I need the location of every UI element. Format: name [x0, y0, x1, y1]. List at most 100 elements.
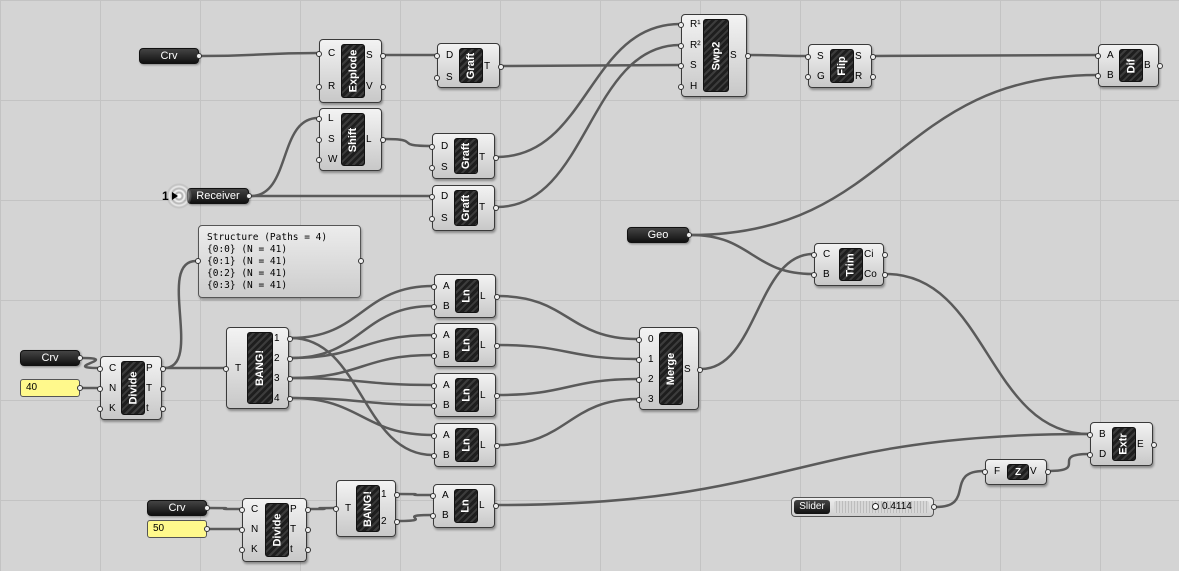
- dif-output-0-grip[interactable]: [1157, 63, 1163, 69]
- ln2-output-0-grip[interactable]: [494, 343, 500, 349]
- divide1-input-2-grip[interactable]: [97, 406, 103, 412]
- bang1-output-3-grip[interactable]: [287, 396, 293, 402]
- divide2-input-1-grip[interactable]: [239, 527, 245, 533]
- graft2-input-1-grip[interactable]: [429, 165, 435, 171]
- bang2-output-1-grip[interactable]: [394, 519, 400, 525]
- ln1-input-0-grip[interactable]: [431, 284, 437, 290]
- param-crv3-output-grip[interactable]: [204, 505, 210, 511]
- wire-bang2-to-ln5-34[interactable]: [397, 513, 433, 523]
- shift-input-1-grip[interactable]: [316, 137, 322, 143]
- ln4-output-0-grip[interactable]: [494, 443, 500, 449]
- divide2-output-0-grip[interactable]: [305, 507, 311, 513]
- divide2-input-0-grip[interactable]: [239, 507, 245, 513]
- number-n1-output-grip[interactable]: [77, 385, 83, 391]
- slider-knob[interactable]: [872, 503, 879, 510]
- wire-z-to-extr-37[interactable]: [1048, 452, 1090, 473]
- slider-output-grip[interactable]: [931, 504, 937, 510]
- wire-merge-to-trim-12[interactable]: [700, 252, 814, 371]
- swp2-input-2-grip[interactable]: [678, 63, 684, 69]
- explode-output-1-grip[interactable]: [380, 84, 386, 90]
- ln3-input-1-grip[interactable]: [431, 403, 437, 409]
- wire-geo-to-trim-11[interactable]: [690, 233, 814, 276]
- wire-bang1-to-ln4-25[interactable]: [290, 336, 434, 457]
- ln2-input-1-grip[interactable]: [431, 353, 437, 359]
- ln3-input-0-grip[interactable]: [431, 383, 437, 389]
- merge-input-3-grip[interactable]: [636, 397, 642, 403]
- ln4-input-0-grip[interactable]: [431, 433, 437, 439]
- bang1-input-0-grip[interactable]: [223, 366, 229, 372]
- slider-track[interactable]: [834, 501, 929, 513]
- divide1-input-0-grip[interactable]: [97, 366, 103, 372]
- wire-swp2-to-flip-8[interactable]: [748, 53, 808, 58]
- flip-output-0-grip[interactable]: [870, 54, 876, 60]
- wire-bang1-to-ln2-21[interactable]: [290, 353, 434, 380]
- shift-input-0-grip[interactable]: [316, 116, 322, 122]
- flip-input-1-grip[interactable]: [805, 74, 811, 80]
- wire-bang1-to-ln2-20[interactable]: [290, 333, 434, 360]
- wire-ln2-to-merge-27[interactable]: [497, 343, 639, 361]
- z-input-0-grip[interactable]: [982, 469, 988, 475]
- ln5-input-1-grip[interactable]: [430, 513, 436, 519]
- divide2-output-2-grip[interactable]: [305, 547, 311, 553]
- param-receiver-output-grip[interactable]: [246, 193, 252, 199]
- merge-output-0-grip[interactable]: [697, 367, 703, 373]
- param-receiver[interactable]: Receiver: [187, 188, 249, 204]
- extr-input-0-grip[interactable]: [1087, 432, 1093, 438]
- swp2-output-0-grip[interactable]: [745, 53, 751, 59]
- wire-graft3-to-swp2-7[interactable]: [496, 43, 681, 209]
- param-crv3[interactable]: Crv: [147, 500, 207, 516]
- swp2-input-0-grip[interactable]: [678, 22, 684, 28]
- bang1-output-1-grip[interactable]: [287, 356, 293, 362]
- param-crv2[interactable]: Crv: [20, 350, 80, 366]
- number-n2-output-grip[interactable]: [204, 526, 210, 532]
- number-n2[interactable]: 50: [147, 520, 207, 538]
- ln3-output-0-grip[interactable]: [494, 393, 500, 399]
- dif-input-1-grip[interactable]: [1095, 73, 1101, 79]
- wire-ln5-to-extr-35[interactable]: [496, 432, 1090, 507]
- graft2-output-0-grip[interactable]: [493, 155, 499, 161]
- wire-crv3-to-divide2-30[interactable]: [208, 506, 242, 511]
- bang1-output-0-grip[interactable]: [287, 336, 293, 342]
- param-crv1-output-grip[interactable]: [196, 53, 202, 59]
- merge-input-1-grip[interactable]: [636, 357, 642, 363]
- wire-crv1-to-explode-0[interactable]: [200, 51, 319, 58]
- explode-input-1-grip[interactable]: [316, 84, 322, 90]
- divide1-output-2-grip[interactable]: [160, 406, 166, 412]
- param-geo-output-grip[interactable]: [686, 232, 692, 238]
- swp2-input-1-grip[interactable]: [678, 43, 684, 49]
- extr-input-1-grip[interactable]: [1087, 452, 1093, 458]
- wire-receiver-to-shift-3[interactable]: [250, 116, 319, 198]
- trim-output-0-grip[interactable]: [882, 252, 888, 258]
- divide1-input-1-grip[interactable]: [97, 386, 103, 392]
- wire-bang1-to-ln1-18[interactable]: [290, 284, 434, 340]
- panel-input-grip[interactable]: [195, 258, 201, 264]
- flip-input-0-grip[interactable]: [805, 54, 811, 60]
- divide1-output-1-grip[interactable]: [160, 386, 166, 392]
- wire-ln3-to-merge-28[interactable]: [497, 377, 639, 397]
- graft1-output-0-grip[interactable]: [498, 64, 504, 70]
- trim-output-1-grip[interactable]: [882, 272, 888, 278]
- wire-bang2-to-ln5-33[interactable]: [397, 492, 433, 497]
- wire-bang1-to-ln1-19[interactable]: [290, 304, 434, 360]
- flip-output-1-grip[interactable]: [870, 74, 876, 80]
- divide2-output-1-grip[interactable]: [305, 527, 311, 533]
- bang2-output-0-grip[interactable]: [394, 492, 400, 498]
- panel-output-grip[interactable]: [358, 258, 364, 264]
- wire-bang1-to-ln3-22[interactable]: [290, 376, 434, 387]
- swp2-input-3-grip[interactable]: [678, 84, 684, 90]
- wire-divide1-to-panel-16[interactable]: [163, 259, 197, 370]
- ln1-output-0-grip[interactable]: [494, 294, 500, 300]
